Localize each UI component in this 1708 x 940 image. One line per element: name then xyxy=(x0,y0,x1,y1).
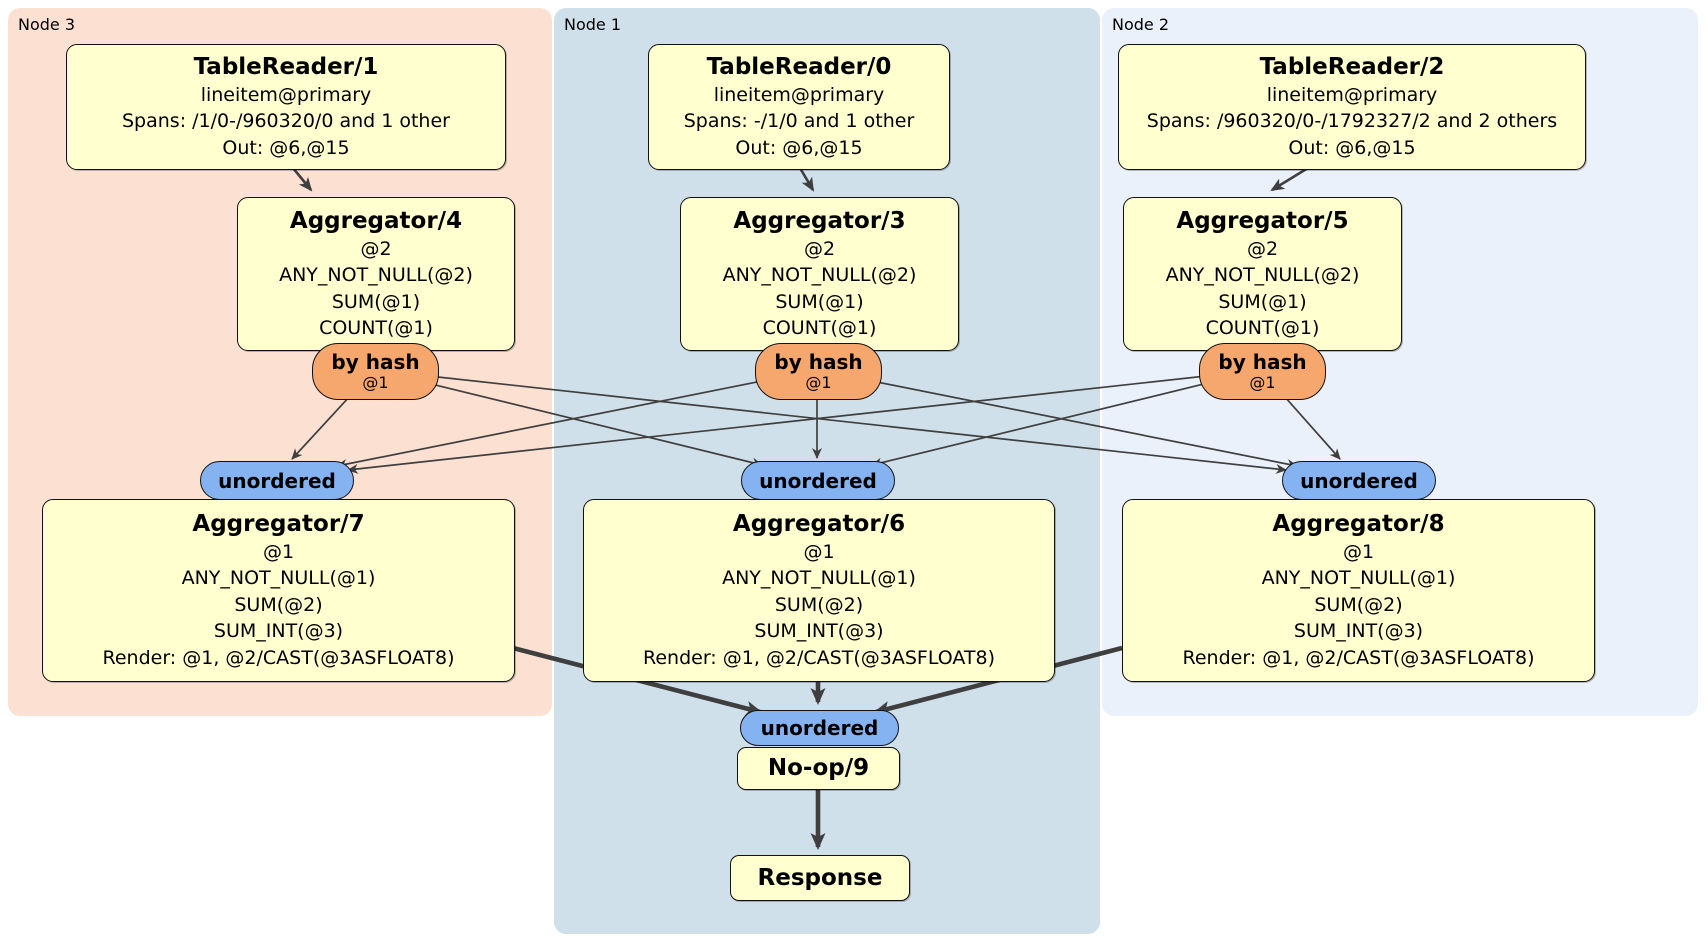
processor-title: Aggregator/8 xyxy=(1272,510,1445,537)
sync-unordered-9: unordered xyxy=(740,710,899,746)
processor-line: SUM_INT(@3) xyxy=(1293,620,1424,643)
processor-line: SUM(@1) xyxy=(331,290,421,313)
processor-line: SUM_INT(@3) xyxy=(213,620,344,643)
processor-line: SUM(@2) xyxy=(774,593,864,616)
region-node3-label: Node 3 xyxy=(18,15,76,34)
edge-tablereader1-aggregator4 xyxy=(291,167,313,192)
processor-line: COUNT(@1) xyxy=(762,317,877,339)
router-by-hash-3: by hash @1 xyxy=(755,343,882,400)
processor-line: @1 xyxy=(803,540,835,563)
processor-title: Aggregator/4 xyxy=(289,207,463,234)
processor-title: Response xyxy=(757,864,883,891)
processor-line: Spans: /960320/0-/1792327/2 and 2 others xyxy=(1146,110,1558,133)
processor-tablereader1: TableReader/1 lineitem@primary Spans: /1… xyxy=(66,44,506,170)
edge-tablereader0-aggregator3 xyxy=(798,167,815,192)
edge-router4-sync6 xyxy=(373,369,763,468)
processor-line: SUM(@1) xyxy=(775,290,864,313)
processor-line: Render: @1, @2/CAST(@3ASFLOAT8) xyxy=(102,646,455,669)
processor-line: lineitem@primary xyxy=(200,83,372,106)
processor-aggregator3: Aggregator/3 @2 ANY_NOT_NULL(@2) SUM(@1)… xyxy=(680,197,959,351)
processor-line: SUM(@2) xyxy=(1314,593,1403,616)
processor-title: No-op/9 xyxy=(767,755,870,781)
processor-title: TableReader/2 xyxy=(1259,53,1445,80)
processor-tablereader2: TableReader/2 lineitem@primary Spans: /9… xyxy=(1118,44,1586,170)
region-node2-label: Node 2 xyxy=(1112,15,1170,34)
router-sub: @1 xyxy=(362,373,389,392)
processor-line: ANY_NOT_NULL(@1) xyxy=(1261,567,1456,590)
router-label: by hash xyxy=(1218,350,1307,374)
processor-title: TableReader/0 xyxy=(706,53,892,80)
processor-line: @2 xyxy=(803,237,836,260)
edge-router5-sync6 xyxy=(871,369,1262,468)
processor-line: lineitem@primary xyxy=(713,83,885,106)
edge-router3-sync8 xyxy=(816,369,1298,469)
processor-line: Out: @6,@15 xyxy=(735,136,863,159)
edge-tablereader2-aggregator5 xyxy=(1270,166,1309,192)
router-by-hash-5: by hash @1 xyxy=(1199,343,1326,400)
edge-router4-sync8 xyxy=(373,369,1287,474)
processor-line: @2 xyxy=(1246,237,1279,260)
processor-line: @1 xyxy=(262,540,295,563)
processor-tablereader0: TableReader/0 lineitem@primary Spans: -/… xyxy=(648,44,950,170)
processor-title: Aggregator/6 xyxy=(732,510,906,537)
processor-title: Aggregator/5 xyxy=(1176,207,1349,234)
processor-line: Spans: /1/0-/960320/0 and 1 other xyxy=(122,110,450,133)
processor-line: Render: @1, @2/CAST(@3ASFLOAT8) xyxy=(1182,646,1535,669)
edge-router3-sync7 xyxy=(336,369,818,469)
router-by-hash-4: by hash @1 xyxy=(312,343,439,400)
region-node1-label: Node 1 xyxy=(564,15,622,34)
processor-line: COUNT(@1) xyxy=(319,317,433,339)
processor-line: ANY_NOT_NULL(@2) xyxy=(722,264,917,286)
processor-line: ANY_NOT_NULL(@1) xyxy=(722,567,916,590)
processor-line: Spans: -/1/0 and 1 other xyxy=(683,110,915,133)
processor-line: SUM_INT(@3) xyxy=(754,620,884,643)
processor-aggregator8: Aggregator/8 @1 ANY_NOT_NULL(@1) SUM(@2)… xyxy=(1122,499,1595,682)
processor-title: Aggregator/7 xyxy=(192,510,365,537)
processor-line: @1 xyxy=(1342,540,1375,563)
edge-router5-sync7 xyxy=(347,369,1262,474)
sync-unordered-7: unordered xyxy=(200,461,354,500)
sync-unordered-6: unordered xyxy=(741,461,895,500)
processor-line: SUM(@1) xyxy=(1218,290,1307,313)
processor-line: Out: @6,@15 xyxy=(1288,136,1416,159)
processor-line: ANY_NOT_NULL(@1) xyxy=(181,567,376,590)
processor-response: Response xyxy=(730,855,910,901)
processor-noop9: No-op/9 xyxy=(737,747,900,790)
sync-unordered-8: unordered xyxy=(1282,461,1436,500)
processor-line: COUNT(@1) xyxy=(1205,317,1320,339)
processor-aggregator4: Aggregator/4 @2 ANY_NOT_NULL(@2) SUM(@1)… xyxy=(237,197,515,351)
processor-title: TableReader/1 xyxy=(193,53,379,80)
processor-aggregator7: Aggregator/7 @1 ANY_NOT_NULL(@1) SUM(@2)… xyxy=(42,499,515,682)
processor-line: @2 xyxy=(360,237,392,260)
processor-line: Render: @1, @2/CAST(@3ASFLOAT8) xyxy=(643,646,995,669)
router-sub: @1 xyxy=(805,373,832,392)
processor-line: ANY_NOT_NULL(@2) xyxy=(1165,264,1360,286)
processor-line: lineitem@primary xyxy=(1266,83,1438,106)
processor-line: SUM(@2) xyxy=(234,593,323,616)
processor-title: Aggregator/3 xyxy=(733,207,906,234)
processor-line: ANY_NOT_NULL(@2) xyxy=(279,264,473,286)
router-sub: @1 xyxy=(1249,373,1276,392)
router-label: by hash xyxy=(774,350,863,374)
router-label: by hash xyxy=(331,350,420,374)
processor-aggregator5: Aggregator/5 @2 ANY_NOT_NULL(@2) SUM(@1)… xyxy=(1123,197,1402,351)
processor-aggregator6: Aggregator/6 @1 ANY_NOT_NULL(@1) SUM(@2)… xyxy=(583,499,1055,682)
processor-line: Out: @6,@15 xyxy=(222,136,350,159)
